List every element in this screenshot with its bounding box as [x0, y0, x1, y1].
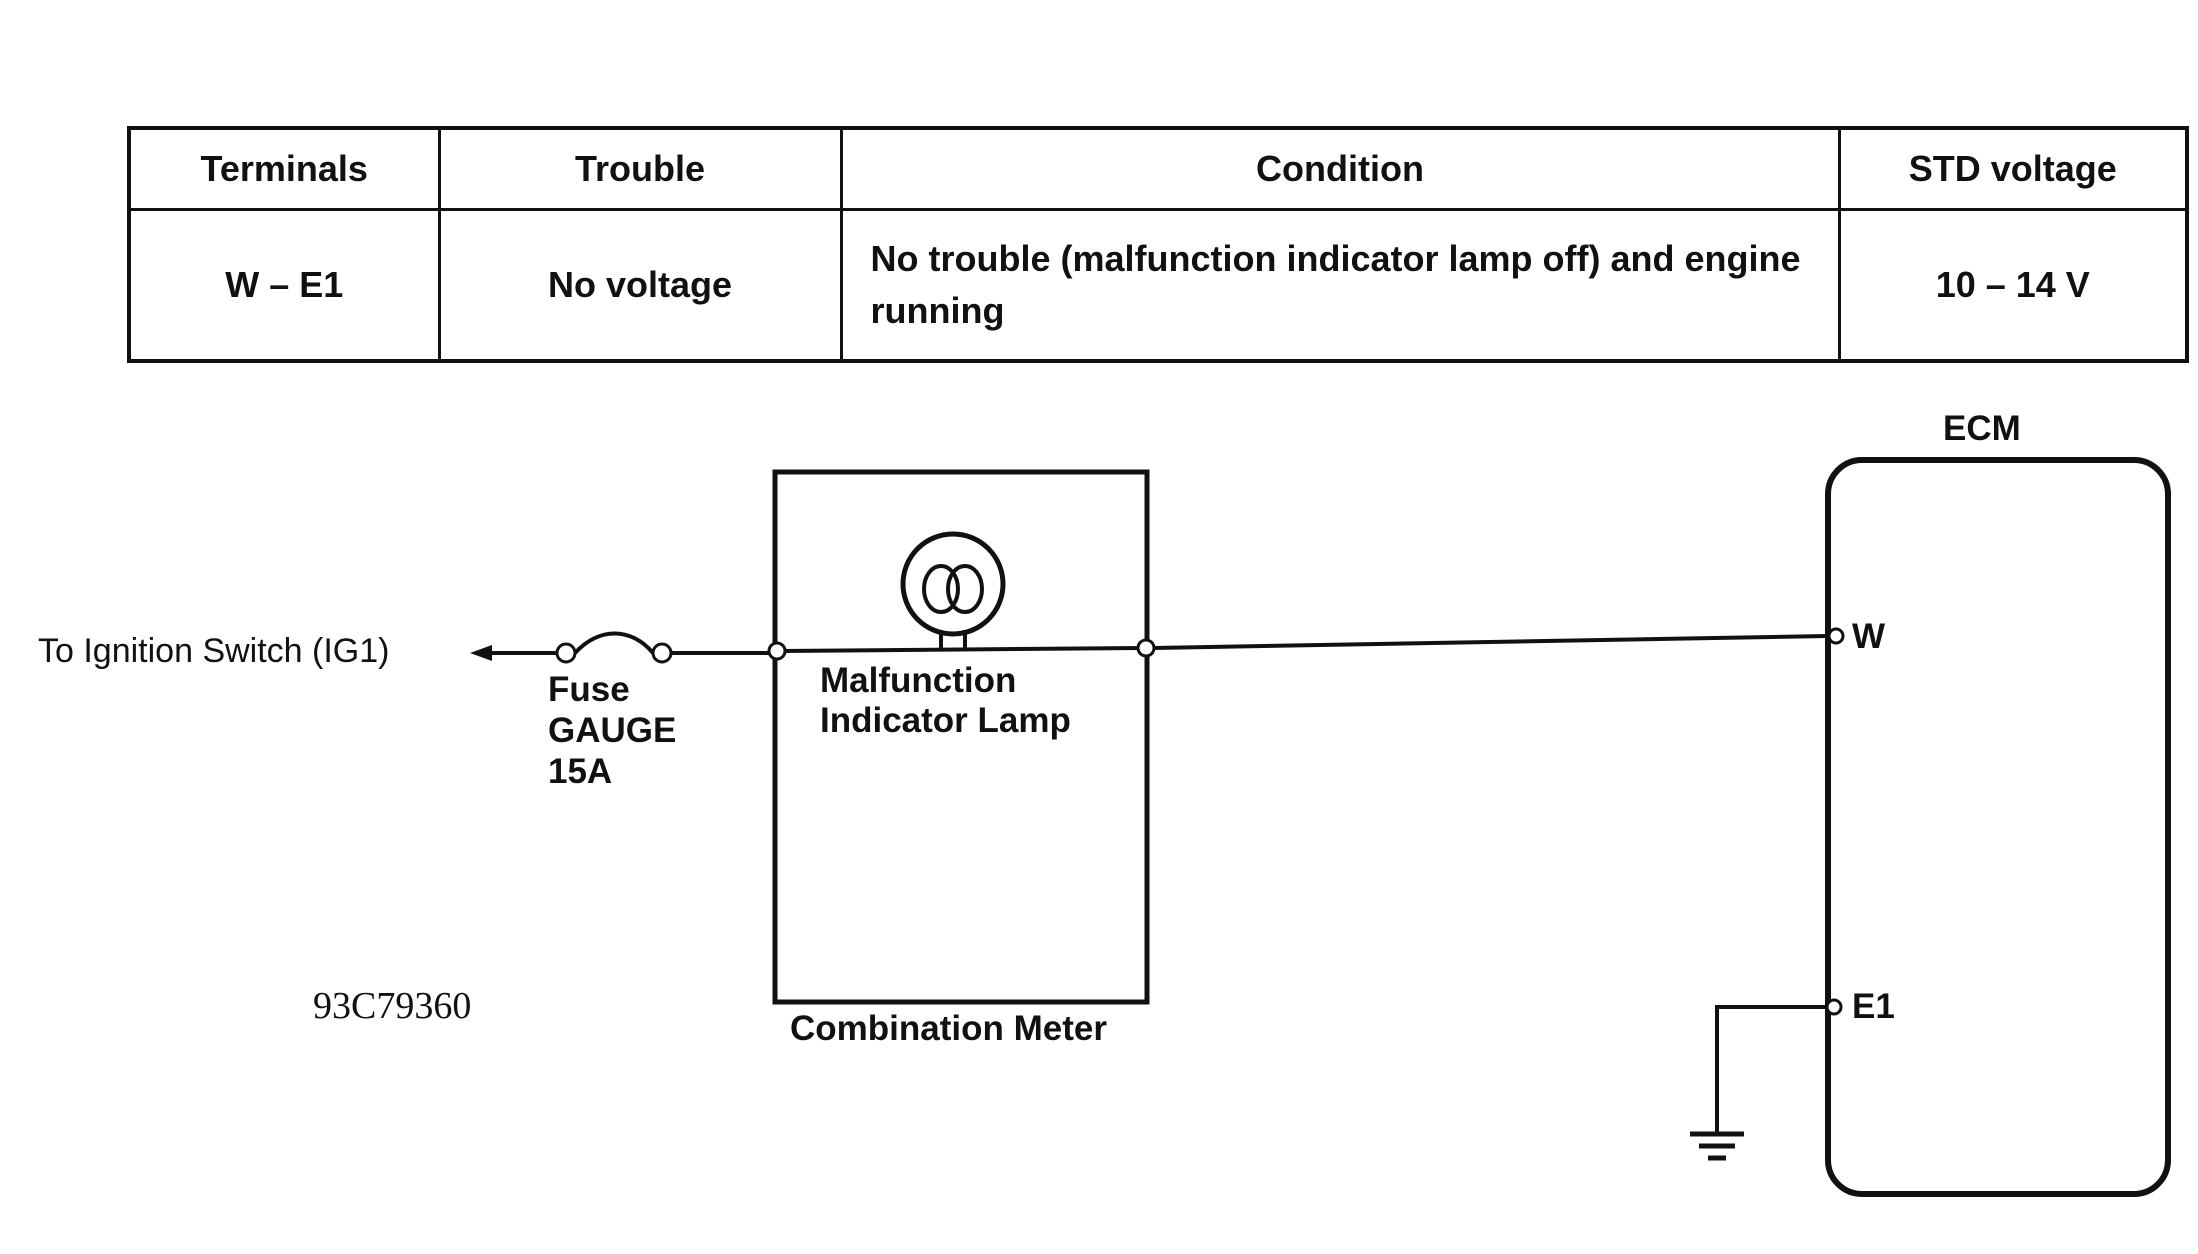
lamp-label-line1: Malfunction — [820, 661, 1016, 700]
ignition-arrow-icon — [470, 645, 492, 661]
ecm-terminal-e1-label: E1 — [1852, 987, 1895, 1026]
table-header-row: Terminals Trouble Condition STD voltage — [127, 126, 2189, 211]
combination-meter-box — [772, 469, 1150, 1005]
header-condition: Condition — [839, 126, 1841, 211]
cell-std-voltage: 10 – 14 V — [1837, 208, 2189, 363]
cell-condition: No trouble (malfunction indicator lamp o… — [839, 208, 1841, 363]
wire-e1-to-ground — [1715, 1005, 1827, 1132]
header-std-voltage: STD voltage — [1837, 126, 2189, 211]
lamp-internal-wire — [781, 646, 1143, 653]
terminal-voltage-table: Terminals Trouble Condition STD voltage … — [127, 126, 2189, 363]
header-terminals: Terminals — [127, 126, 441, 211]
fuse-icon — [555, 631, 673, 664]
cell-trouble: No voltage — [437, 208, 843, 363]
fuse-label-line2: GAUGE — [548, 711, 676, 750]
ecm-box — [1825, 457, 2171, 1197]
ecm-terminal-w — [1827, 627, 1845, 645]
lamp-label-line2: Indicator Lamp — [820, 701, 1071, 740]
ecm-terminal-w-label: W — [1852, 617, 1885, 656]
meter-output-terminal — [1136, 638, 1156, 658]
wire-meter-to-ecm — [1153, 634, 1829, 650]
header-trouble: Trouble — [437, 126, 843, 211]
lamp-bulb-icon — [900, 531, 1006, 650]
cell-terminals: W – E1 — [127, 208, 441, 363]
figure-code: 93C79360 — [313, 985, 471, 1027]
ignition-switch-label: To Ignition Switch (IG1) — [38, 632, 389, 670]
ecm-label: ECM — [1943, 409, 2021, 448]
fuse-label-line3: 15A — [548, 752, 612, 791]
ground-icon — [1690, 1131, 1744, 1161]
meter-input-terminal — [767, 641, 787, 661]
combination-meter-label: Combination Meter — [790, 1009, 1107, 1048]
table-row: W – E1 No voltage No trouble (malfunctio… — [127, 208, 2189, 363]
fuse-label-line1: Fuse — [548, 670, 630, 709]
ecm-terminal-e1 — [1825, 998, 1843, 1016]
